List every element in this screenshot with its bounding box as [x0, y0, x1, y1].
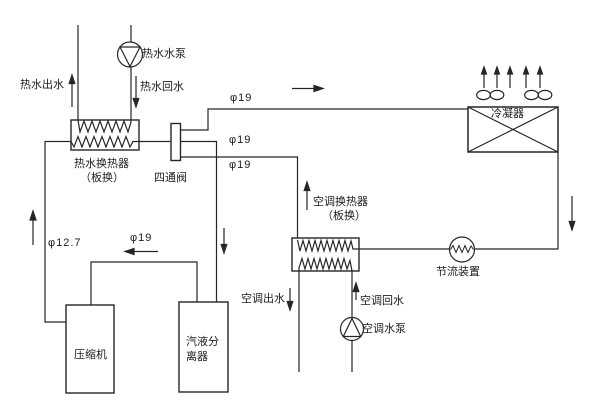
separator-label-line1: 汽液分: [186, 336, 219, 348]
pipe-hx-to-compressor: [44, 140, 71, 323]
pipe-dia-12-7-label: φ12.7: [48, 237, 82, 249]
flow-arrow-ac-return: [352, 281, 360, 300]
condenser-symbol: [467, 106, 559, 153]
pipe-lines: [44, 25, 559, 372]
pipe-valve-to-separator: [180, 140, 218, 302]
pipe-compressor-to-separator: [90, 261, 198, 305]
pipe-valve-to-condenser: [180, 108, 468, 131]
ac-water-pump-icon: [339, 316, 365, 342]
compressor-label: 压缩机: [74, 349, 107, 361]
flow-arrow-condenser-down: [568, 196, 576, 232]
throttle-device-icon: [448, 236, 476, 263]
hot-water-hx-label-line1: 热水换热器: [74, 158, 129, 170]
flow-arrow-hot-water-return: [132, 76, 140, 109]
ac-outlet-label: 空调出水: [241, 293, 285, 305]
flow-arrows: [29, 73, 576, 312]
pipe-dia-19-bottom-label: φ19: [130, 232, 153, 244]
condenser-label: 冷凝器: [491, 108, 524, 120]
separator-label-line2: 离器: [186, 351, 208, 363]
pipe-valve-to-ac-hx: [180, 156, 299, 238]
condenser-airflow-arrows: [480, 65, 544, 88]
four-way-valve-label: 四通阀: [154, 172, 187, 184]
pipe-dia-19-mid-label: φ19: [229, 134, 252, 146]
condenser-fan-icons: [476, 89, 553, 101]
flow-arrow-ac-hx-up: [303, 180, 311, 210]
hot-water-outlet-label: 热水出水: [20, 79, 64, 91]
pipe-condenser-to-throttle: [359, 152, 559, 250]
ac-return-label: 空调回水: [360, 295, 404, 307]
compressor-symbol: [65, 304, 115, 394]
coil-top: [77, 119, 132, 135]
pipe-dia-19-low-label: φ19: [229, 159, 252, 171]
hot-water-pump-icon: [116, 41, 144, 68]
pipe-dia-19-top-label: φ19: [230, 92, 253, 104]
flow-arrow-hot-water-out: [68, 73, 76, 107]
ac-heat-exchanger-symbol: [291, 237, 360, 272]
throttle-device-label: 节流装置: [436, 266, 480, 278]
hot-water-pump-label: 热水水泵: [142, 48, 186, 60]
hot-water-heat-exchanger-symbol: [70, 119, 140, 151]
coil-bottom: [70, 134, 139, 149]
flow-arrow-left-bottom: [123, 247, 158, 256]
hot-water-hx-label-line2: （板换）: [80, 172, 124, 184]
flow-arrow-ac-out: [286, 288, 294, 312]
coil-bottom: [298, 256, 353, 272]
ac-pump-label: 空调水泵: [362, 323, 406, 335]
coil-top: [296, 238, 359, 254]
ac-hx-label-line1: 空调换热器: [313, 196, 368, 208]
hot-water-return-label: 热水回水: [140, 81, 184, 93]
ac-hx-label-line2: （板换）: [322, 210, 366, 222]
separator-symbol: [178, 301, 229, 393]
flow-arrow-right-top: [292, 84, 325, 93]
flow-arrow-up-left: [29, 209, 37, 245]
flow-arrow-to-separator: [220, 228, 228, 255]
four-way-valve-symbol: [170, 122, 182, 162]
